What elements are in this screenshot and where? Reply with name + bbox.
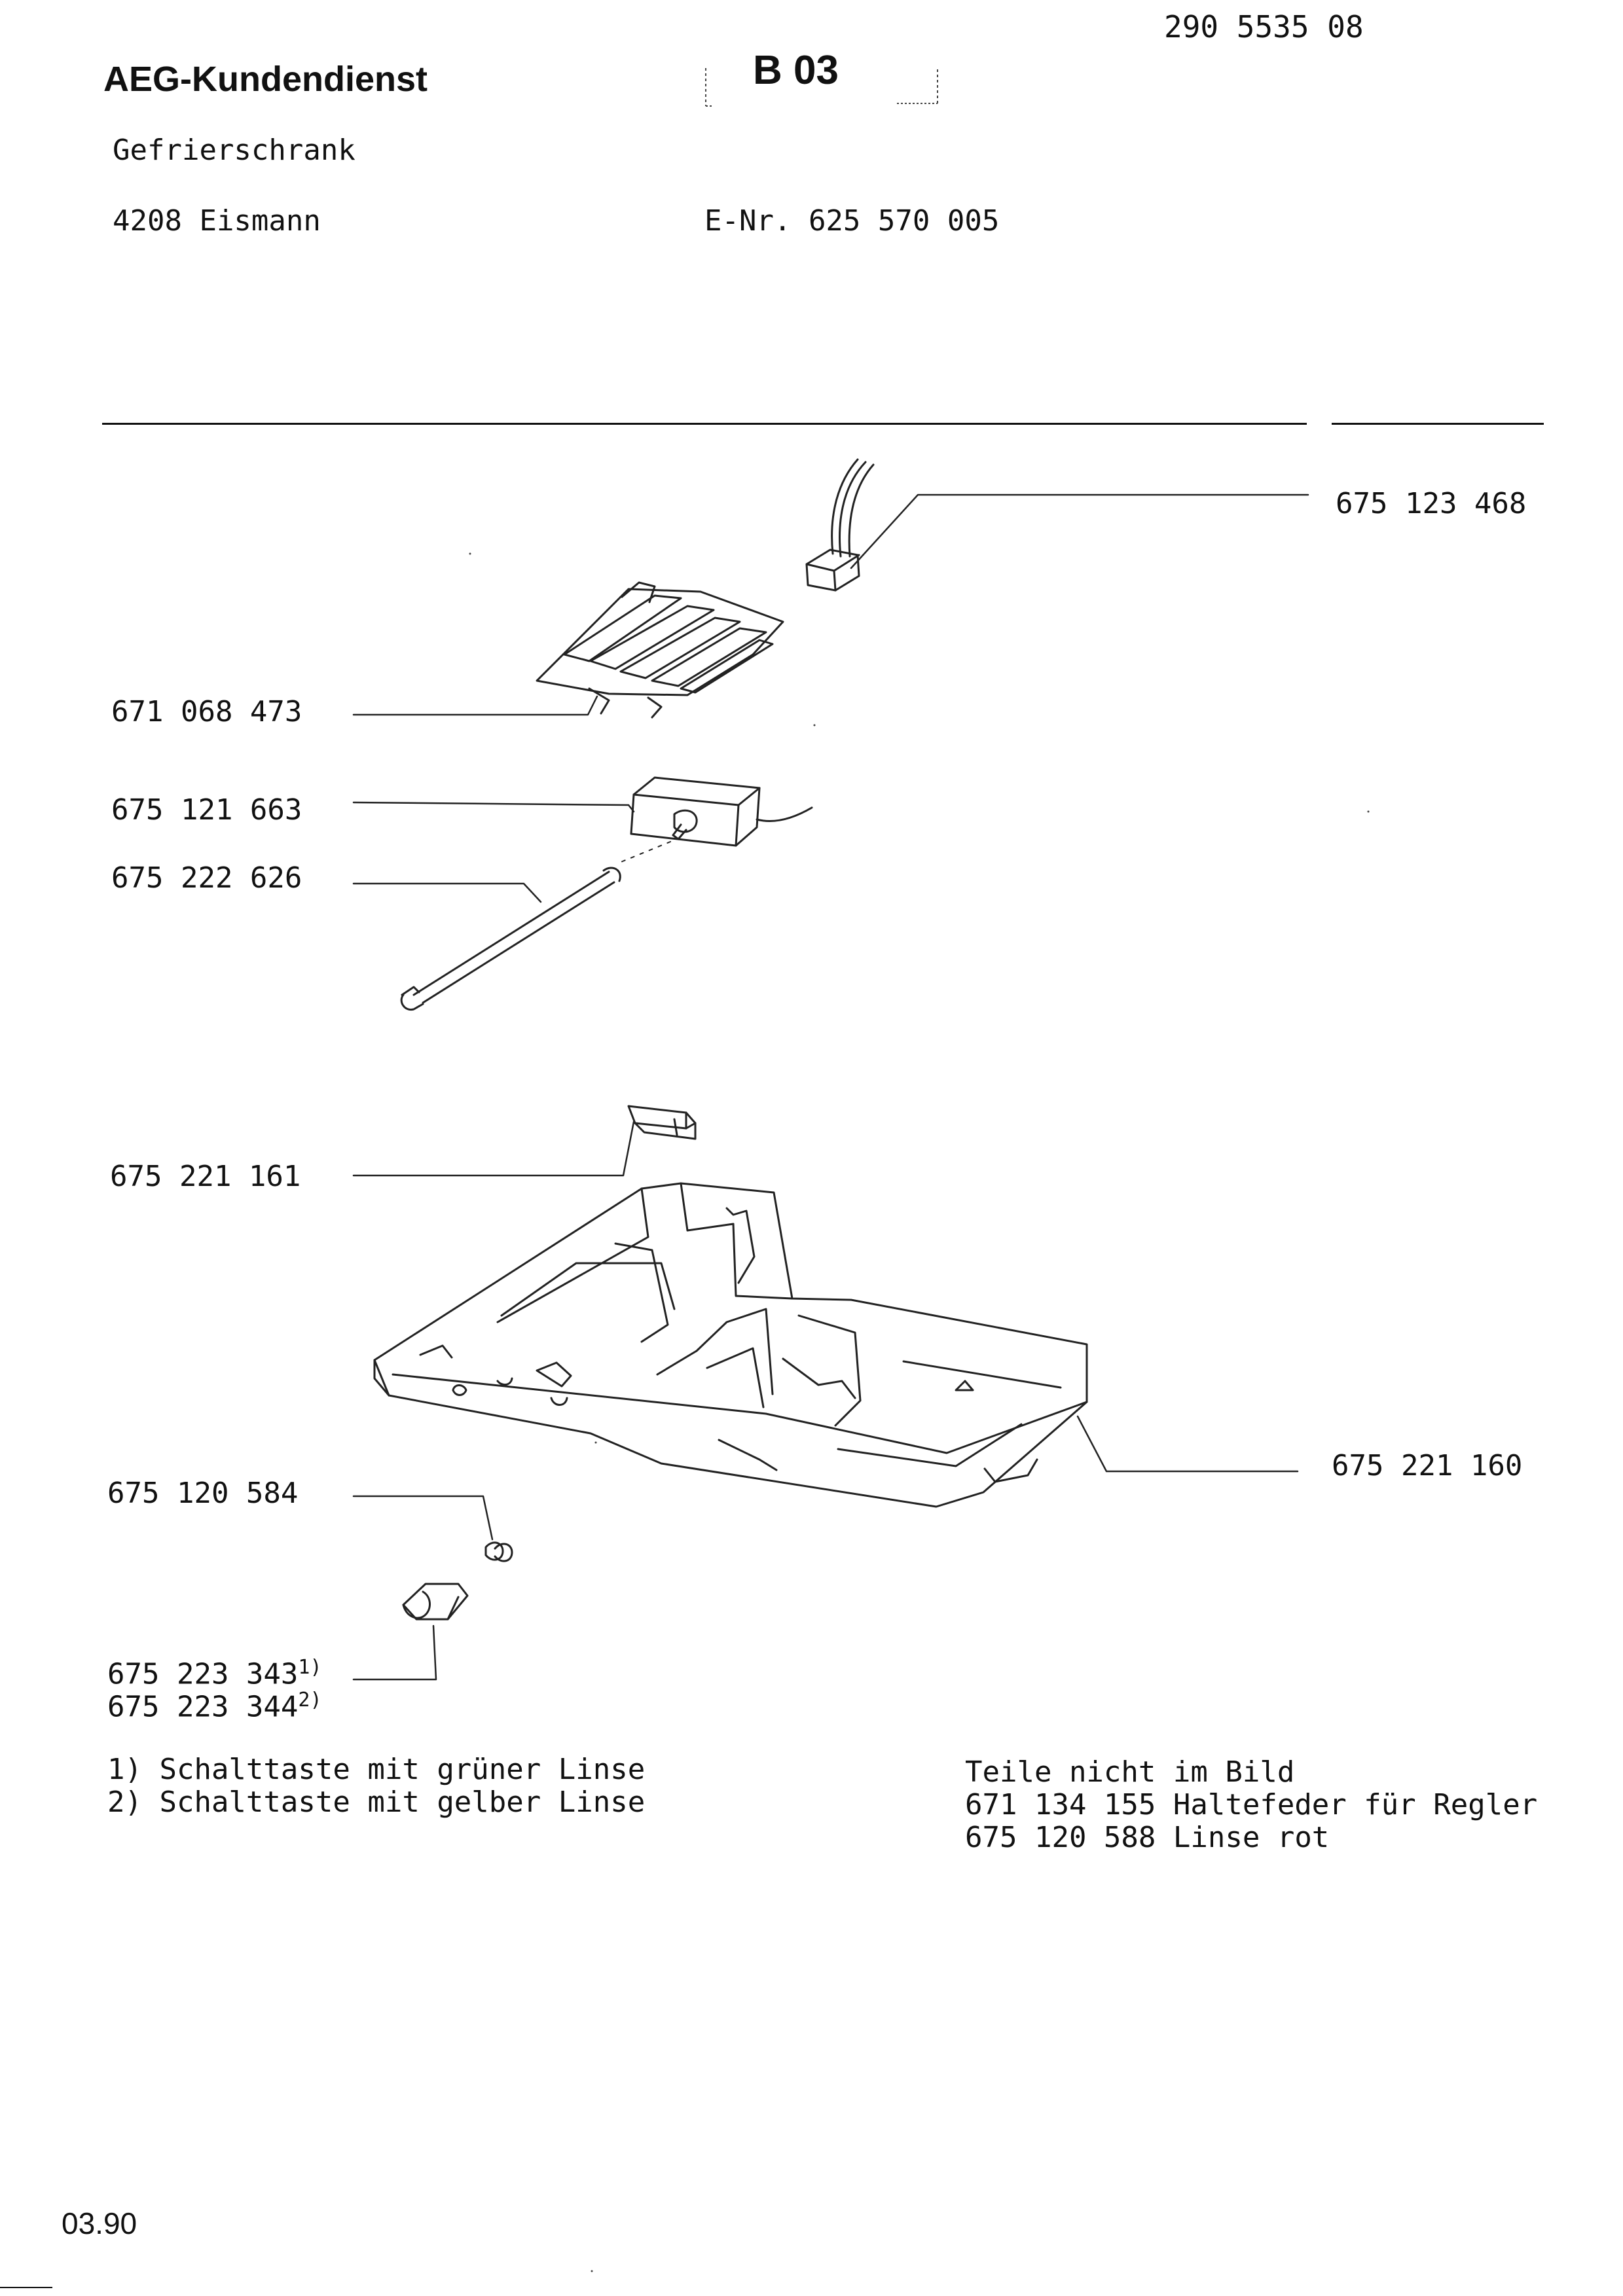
base-tray-part bbox=[373, 1182, 1088, 1508]
footnote-marker: 2) bbox=[298, 1689, 322, 1712]
part-number-label: 671 068 473 bbox=[111, 695, 302, 728]
footer-edge-mark bbox=[0, 2287, 52, 2288]
leader-675-222-626 bbox=[352, 882, 542, 903]
section-box-marks bbox=[705, 68, 938, 107]
brand-title: AEG-Kundendienst bbox=[103, 60, 428, 99]
not-pictured-item: 675 120 588 Linse rot bbox=[965, 1821, 1330, 1854]
section-code: B 03 bbox=[753, 48, 839, 93]
thermostat-part bbox=[630, 776, 813, 847]
document-number: 290 5535 08 bbox=[1164, 9, 1364, 45]
appliance-type: Gefrierschrank bbox=[113, 134, 356, 167]
part-number-label: 675 223 3431) bbox=[107, 1656, 322, 1691]
footer-date: 03.90 bbox=[62, 2206, 137, 2240]
footnote-line: 1) Schalttaste mit grüner Linse bbox=[107, 1753, 646, 1786]
assembly-axis-dashed bbox=[619, 841, 671, 863]
header-rule bbox=[102, 423, 1307, 425]
not-pictured-heading: Teile nicht im Bild bbox=[965, 1755, 1295, 1789]
part-number-value: 675 223 344 bbox=[107, 1690, 299, 1724]
part-number-label: 675 121 663 bbox=[111, 793, 302, 827]
section-code-box bbox=[701, 63, 949, 110]
part-number-label: 675 120 584 bbox=[107, 1477, 299, 1510]
clip-part bbox=[627, 1105, 697, 1140]
leader-675-123-468 bbox=[850, 493, 1309, 569]
wire-plug-part bbox=[805, 458, 875, 592]
footnote-line: 2) Schalttaste mit gelber Linse bbox=[107, 1785, 646, 1819]
push-button-part bbox=[402, 1583, 469, 1621]
spring-part bbox=[484, 1541, 513, 1562]
part-number-label: 675 221 161 bbox=[110, 1160, 301, 1193]
shaft-part bbox=[400, 867, 621, 1011]
leader-671-068-473 bbox=[352, 695, 598, 716]
part-number-label: 675 123 468 bbox=[1336, 487, 1527, 520]
leader-675-223-343 bbox=[352, 1624, 437, 1681]
contact-plate-part bbox=[536, 581, 784, 719]
leader-675-221-161 bbox=[352, 1121, 635, 1177]
part-number-label: 675 221 160 bbox=[1332, 1449, 1523, 1482]
model-name: 4208 Eismann bbox=[113, 204, 321, 238]
part-number-label: 675 222 626 bbox=[111, 861, 302, 895]
not-pictured-item: 671 134 155 Haltefeder für Regler bbox=[965, 1788, 1538, 1821]
footnote-marker: 1) bbox=[298, 1656, 322, 1679]
leader-675-121-663 bbox=[352, 801, 635, 813]
header-rule-short bbox=[1332, 423, 1544, 425]
part-number-value: 675 223 343 bbox=[107, 1657, 299, 1691]
leader-675-120-584 bbox=[352, 1495, 494, 1541]
e-number: E-Nr. 625 570 005 bbox=[704, 204, 1000, 238]
leader-675-221-160 bbox=[1076, 1415, 1299, 1473]
part-number-label: 675 223 3442) bbox=[107, 1689, 322, 1724]
